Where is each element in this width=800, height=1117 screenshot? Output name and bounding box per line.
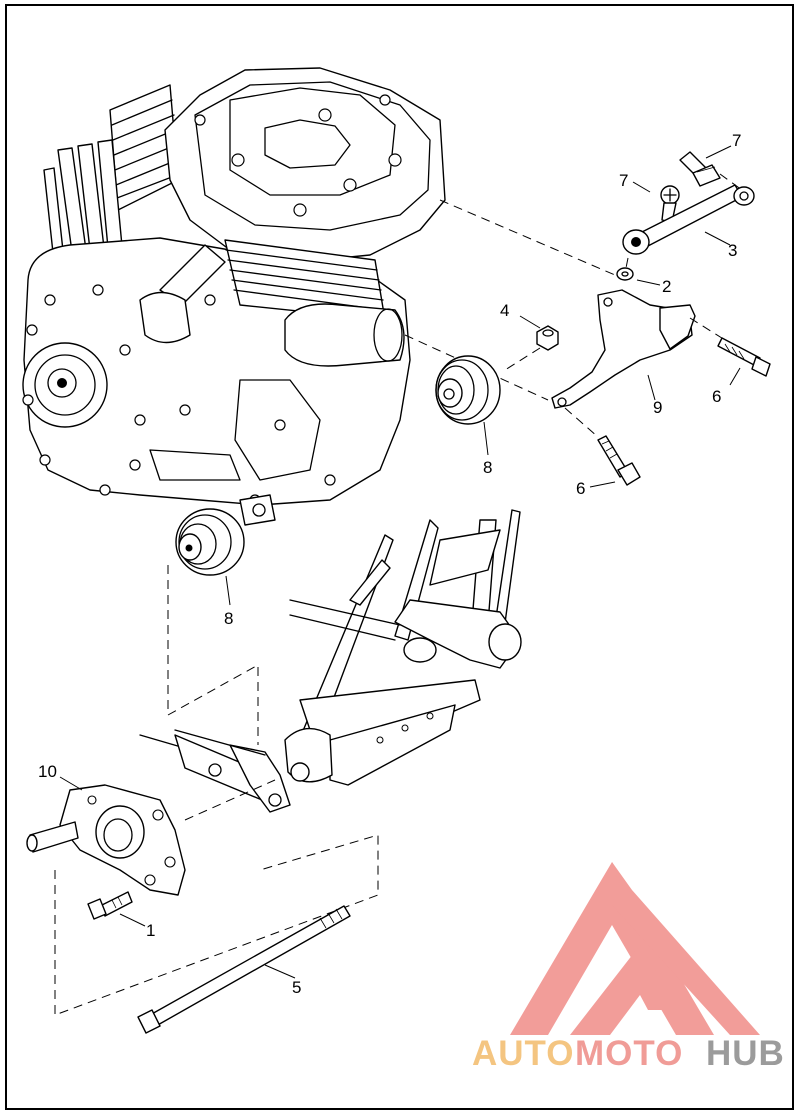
callout-8-lower: 8 bbox=[224, 609, 233, 628]
bolt-part-6-right bbox=[717, 337, 771, 377]
watermark-text-hub: HUB bbox=[706, 1034, 785, 1073]
stabilizer-link-part-3 bbox=[622, 184, 755, 255]
callout-2: 2 bbox=[662, 277, 671, 296]
washer-part-2 bbox=[616, 257, 634, 281]
callout-7-lower: 7 bbox=[619, 171, 628, 190]
callout-6-lower: 6 bbox=[576, 479, 585, 498]
callout-5: 5 bbox=[292, 978, 301, 997]
nut-part-4 bbox=[504, 325, 559, 371]
callout-numbers: 7 7 3 2 4 6 9 8 6 8 10 1 5 bbox=[38, 131, 741, 997]
bolt-part-6-lower bbox=[564, 407, 641, 486]
callout-10: 10 bbox=[38, 762, 57, 781]
through-bolt-part-5 bbox=[137, 905, 351, 1034]
callout-4: 4 bbox=[500, 301, 509, 320]
automotohub-watermark: AUTO MOTO HUB bbox=[472, 862, 785, 1073]
watermark-text-auto: AUTO bbox=[472, 1034, 575, 1073]
frame-assembly bbox=[139, 509, 522, 813]
callout-6-right: 6 bbox=[712, 387, 721, 406]
bolt-part-1 bbox=[87, 891, 133, 920]
watermark-triangle-logo bbox=[510, 862, 760, 1035]
callout-8-upper: 8 bbox=[483, 458, 492, 477]
watermark-text-moto: MOTO bbox=[575, 1034, 683, 1073]
callout-9: 9 bbox=[653, 398, 662, 417]
engine-assembly bbox=[22, 67, 616, 526]
callout-7-upper: 7 bbox=[732, 131, 741, 150]
bracket-part-9 bbox=[551, 289, 726, 409]
assembly-dashed-guides bbox=[54, 664, 379, 1016]
mount-plate-part-10 bbox=[26, 784, 186, 896]
diagram-border bbox=[5, 4, 794, 1110]
callout-3: 3 bbox=[728, 241, 737, 260]
isolator-part-8-upper bbox=[435, 355, 501, 425]
leader-lines bbox=[59, 145, 741, 979]
bolt-part-7-upper bbox=[679, 151, 721, 187]
isolator-part-8-lower bbox=[167, 508, 245, 715]
callout-1: 1 bbox=[146, 921, 155, 940]
